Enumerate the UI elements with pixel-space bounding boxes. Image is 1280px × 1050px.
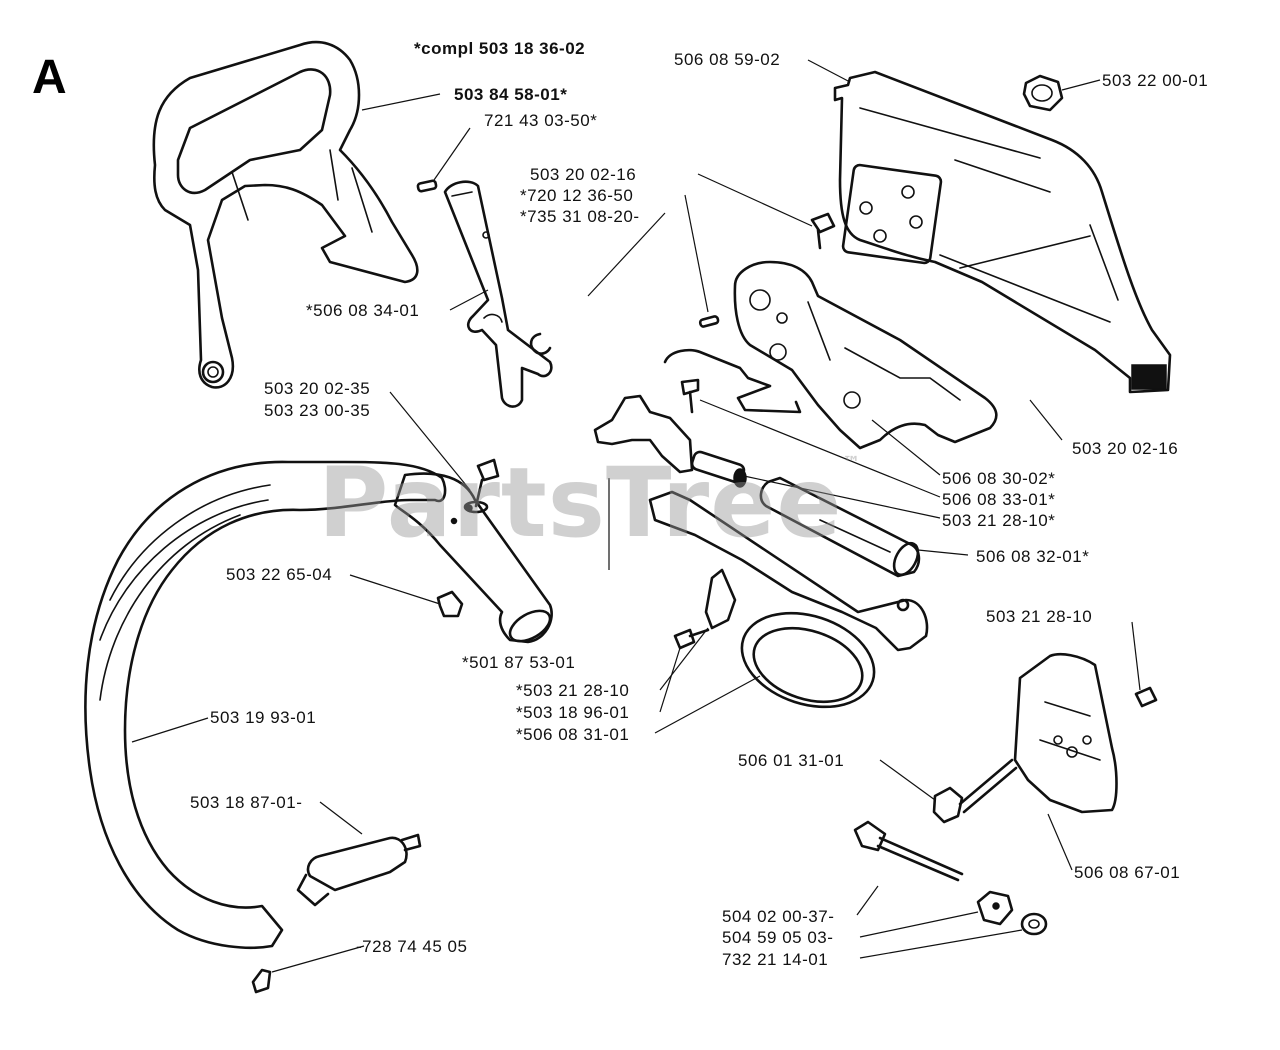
buffer-element [296, 833, 422, 907]
part-label-503-19-93-01: 503 19 93-01 [210, 708, 317, 727]
pin-721 [416, 179, 438, 193]
spring [663, 348, 802, 414]
part-label-503-20-02-35: 503 20 02-35 [264, 379, 371, 398]
part-label-501-87-53-01: *501 87 53-01 [462, 653, 576, 672]
bolt-506-01 [932, 758, 1018, 824]
part-label-506-08-30-02: 506 08 30-02* [942, 469, 1056, 488]
watermark: PartsTree™ [318, 447, 862, 559]
spring-sleeve [759, 476, 921, 578]
part-label-503-18-87-01: 503 18 87-01- [190, 793, 303, 812]
leader-lines [131, 59, 1141, 973]
part-label-503-21-28-10-c: 503 21 28-10 [986, 607, 1093, 626]
part-label-503-20-02-16-b: 503 20 02-16 [1072, 439, 1179, 458]
part-label-503-22-65-04: 503 22 65-04 [226, 565, 333, 584]
nut-503-22-65 [436, 590, 464, 618]
end-cap [251, 968, 272, 994]
brake-bracket [733, 260, 998, 450]
nut-504-59 [976, 890, 1014, 926]
part-label-506-08-32-01: 506 08 32-01* [976, 547, 1090, 566]
pin-720 [698, 315, 720, 328]
screw-upper [810, 212, 836, 250]
section-letter: A [32, 51, 67, 104]
front-handle [84, 460, 553, 950]
tensioner-screw [853, 820, 964, 882]
anchor-plate [673, 568, 737, 650]
part-label-506-08-67-01: 506 08 67-01 [1074, 863, 1181, 882]
part-label-503-22-00-01: 503 22 00-01 [1102, 71, 1209, 90]
part-label-506-08-33-01: 506 08 33-01* [942, 490, 1056, 509]
screw-handle [463, 458, 500, 514]
part-label-506-08-59-02: 506 08 59-02 [674, 50, 781, 69]
brake-lever [443, 180, 553, 408]
nut-732-21 [1020, 912, 1048, 936]
part-label-503-84-58-01: 503 84 58-01* [454, 85, 568, 104]
kit-note: *compl 503 18 36-02 [414, 39, 586, 58]
hand-guard [152, 40, 419, 389]
brake-latch [593, 378, 747, 488]
part-label-503-21-28-10-a: 503 21 28-10* [942, 511, 1056, 530]
part-label-721-43-03-50: 721 43 03-50* [484, 111, 598, 130]
part-label-506-08-34-01: *506 08 34-01 [306, 301, 420, 320]
part-label-720-12-36-50: *720 12 36-50 [520, 186, 634, 205]
part-label-503-21-28-10-b: *503 21 28-10 [516, 681, 630, 700]
part-label-503-18-96-01: *503 18 96-01 [516, 703, 630, 722]
part-label-506-01-31-01: 506 01 31-01 [738, 751, 845, 770]
guide-plate [1013, 653, 1158, 814]
part-label-504-02-00-37: 504 02 00-37- [722, 907, 835, 926]
part-label-735-31-08-20: *735 31 08-20- [520, 207, 640, 226]
part-label-732-21-14-01: 732 21 14-01 [722, 950, 829, 969]
part-label-504-59-05-03: 504 59 05 03- [722, 928, 834, 947]
part-label-728-74-45-05: -728 74 45 05 [356, 937, 468, 956]
nut-503-22 [1022, 74, 1064, 112]
part-label-506-08-31-01: *506 08 31-01 [516, 725, 630, 744]
part-label-503-20-02-16-a: 503 20 02-16 [530, 165, 637, 184]
chain-brake-cover [833, 70, 1172, 394]
part-label-503-23-00-35: 503 23 00-35 [264, 401, 371, 420]
brake-band [648, 490, 929, 709]
